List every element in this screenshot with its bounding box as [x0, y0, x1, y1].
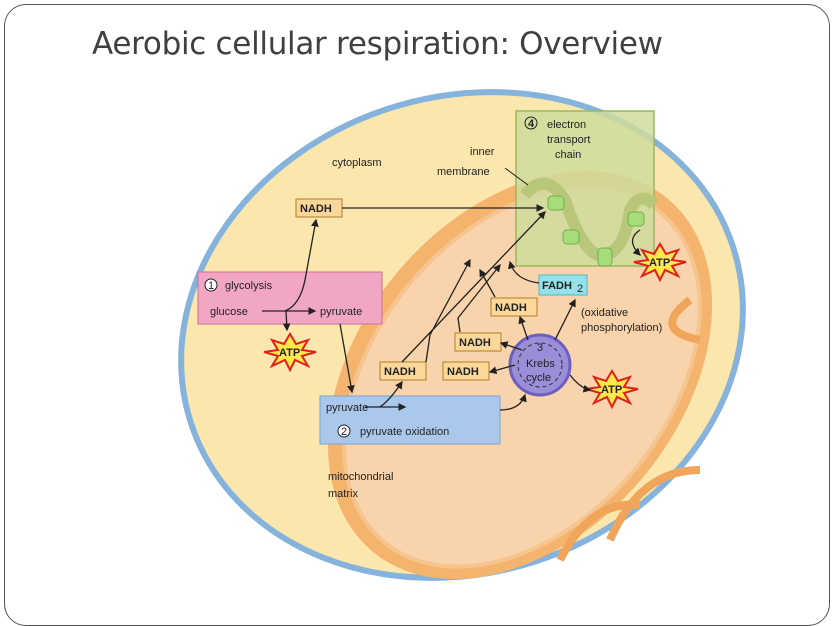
- inner-membrane-label-2: membrane: [437, 166, 490, 178]
- etc-label-3: chain: [555, 149, 581, 161]
- krebs-number: 3: [537, 342, 543, 354]
- svg-text:NADH: NADH: [384, 366, 416, 378]
- atp-burst: ATP: [633, 242, 687, 283]
- svg-text:NADH: NADH: [495, 302, 527, 314]
- atp-burst: ATP: [585, 369, 639, 410]
- svg-text:ATP: ATP: [649, 257, 670, 269]
- slide-title: Aerobic cellular respiration: Overview: [92, 26, 663, 62]
- oxidative-label-1: (oxidative: [581, 307, 628, 319]
- glycolysis-number: 1: [208, 280, 214, 292]
- cristae: [556, 296, 701, 562]
- protein-complexes: [547, 195, 645, 267]
- nadh-box: NADH: [295, 198, 343, 218]
- nadh-box: NADH: [379, 361, 427, 381]
- pyruvate-oxidation-number: 2: [341, 426, 347, 438]
- cytoplasm-label: cytoplasm: [332, 157, 382, 169]
- pyruvate-input-label: pyruvate: [326, 402, 368, 414]
- pyruvate-oxidation-box: [319, 395, 501, 445]
- svg-text:2: 2: [577, 283, 583, 295]
- svg-text:NADH: NADH: [447, 366, 479, 378]
- inner-membrane-label-1: inner: [470, 146, 495, 158]
- oxidative-label-2: phosphorylation): [581, 322, 662, 334]
- pyruvate-oxidation-number-circle: [337, 424, 351, 438]
- krebs-cycle: [508, 333, 572, 397]
- svg-text:FADH: FADH: [542, 280, 572, 292]
- krebs-label-1: Krebs: [526, 358, 555, 370]
- krebs-label-2: cycle: [526, 372, 551, 384]
- respiration-diagram: 4 electron transport chain cytoplasm inn…: [178, 89, 746, 581]
- nadh-box: NADH: [490, 297, 538, 317]
- nadh-box: NADH: [454, 332, 502, 352]
- matrix-label-1: mitochondrial: [328, 471, 393, 483]
- glycolysis-number-circle: [204, 278, 218, 292]
- svg-text:ATP: ATP: [279, 347, 300, 359]
- etc-number-circle: [524, 116, 538, 130]
- svg-text:NADH: NADH: [300, 203, 332, 215]
- etc-number: 4: [528, 118, 535, 130]
- svg-text:NADH: NADH: [459, 337, 491, 349]
- inner-membrane-pointer: [504, 167, 529, 186]
- svg-text:ATP: ATP: [601, 384, 622, 396]
- matrix-label-2: matrix: [328, 488, 358, 500]
- glycolysis-pyruvate-label: pyruvate: [320, 306, 362, 318]
- nadh-box: NADH: [442, 361, 490, 381]
- etc-label-1: electron: [547, 119, 586, 131]
- pyruvate-oxidation-label: pyruvate oxidation: [360, 426, 449, 438]
- etc-label-2: transport: [547, 134, 590, 146]
- glycolysis-box: [197, 271, 383, 325]
- pathway-arrows: [262, 204, 641, 411]
- krebs-cycle-arrow: [517, 342, 563, 388]
- glycolysis-label: glycolysis: [225, 280, 273, 292]
- atp-burst: ATP: [263, 332, 317, 373]
- fadh2-box: FADH 2: [538, 274, 588, 296]
- glucose-label: glucose: [210, 306, 248, 318]
